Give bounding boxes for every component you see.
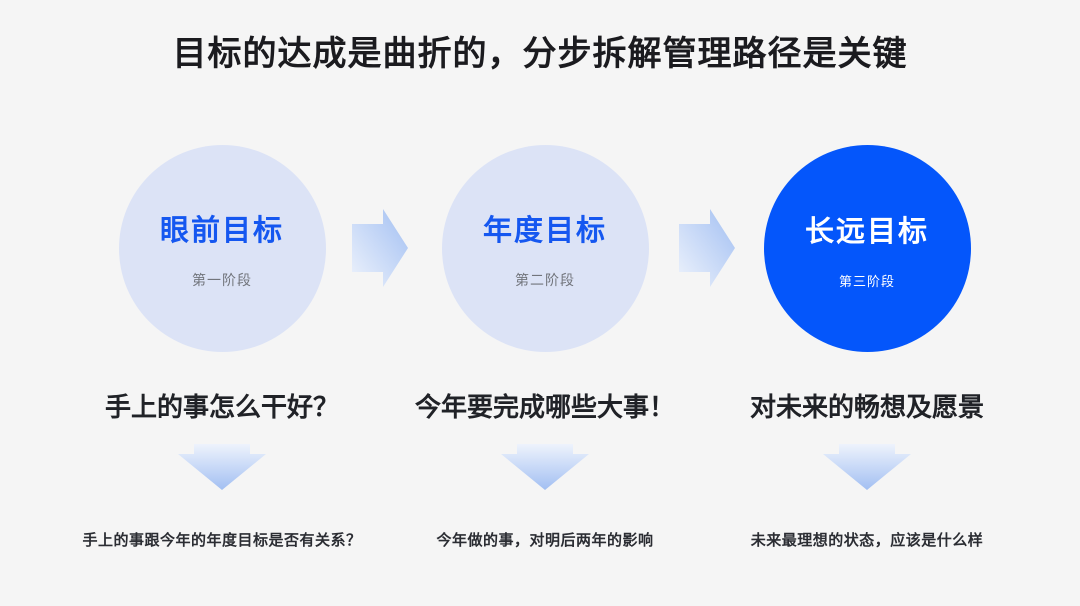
right-arrow-icon	[679, 209, 735, 287]
stage-name-label: 长远目标	[804, 215, 929, 248]
down-arrow-icon	[823, 443, 911, 490]
stage-column-2: 年度目标 第二阶段 今年要完成哪些大事！ 今年做的事，对明后两年的影响	[384, 145, 706, 550]
stage-question: 手上的事怎么干好？	[104, 392, 339, 422]
stage-circle-1: 眼前目标 第一阶段	[118, 145, 326, 352]
down-arrow-icon	[178, 443, 266, 490]
stage-phase-label: 第三阶段	[838, 273, 895, 289]
stage-column-3: 长远目标 第三阶段 对未来的畅想及愿景 未来最理想的状态，应该是什么样	[706, 145, 1028, 550]
stage-note: 未来最理想的状态，应该是什么样	[750, 531, 984, 549]
stage-phase-label: 第二阶段	[515, 272, 575, 288]
stage-note: 今年做的事，对明后两年的影响	[436, 531, 654, 549]
stage-column-1: 眼前目标 第一阶段 手上的事怎么干好？ 手上的事跟今年的年度目标是否有关系？	[61, 145, 383, 550]
stage-question: 今年要完成哪些大事！	[414, 392, 675, 422]
stage-question: 对未来的畅想及愿景	[749, 392, 984, 422]
page-title: 目标的达成是曲折的，分步拆解管理路径是关键	[172, 35, 908, 73]
stage-note: 手上的事跟今年的年度目标是否有关系？	[82, 531, 362, 549]
stage-name-label: 年度目标	[482, 215, 607, 247]
right-arrow-icon	[352, 209, 408, 287]
stage-circle-3: 长远目标 第三阶段	[763, 145, 971, 352]
stage-name-label: 眼前目标	[159, 215, 284, 247]
down-arrow-icon	[501, 443, 589, 490]
stage-circle-2: 年度目标 第二阶段	[441, 145, 649, 352]
stage-phase-label: 第一阶段	[192, 272, 252, 288]
